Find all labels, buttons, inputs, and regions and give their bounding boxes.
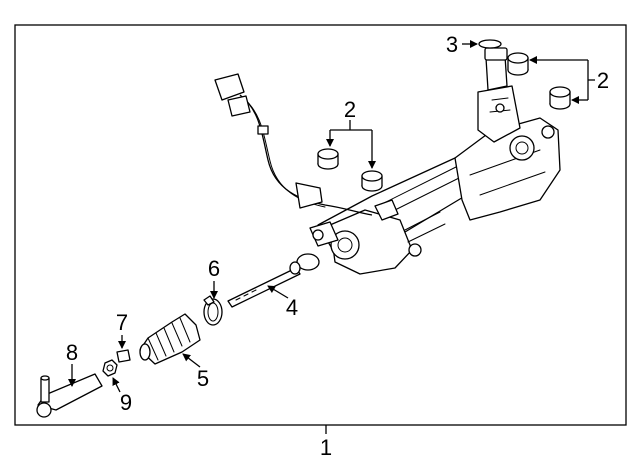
callout-1: 1: [320, 435, 332, 460]
leader-lines: [68, 40, 595, 434]
callout-4: 4: [286, 295, 298, 320]
bushing-2[interactable]: [361, 170, 383, 192]
callout-6: 6: [208, 256, 220, 281]
outer-tie-rod-end[interactable]: [36, 373, 103, 418]
bushing-4[interactable]: [549, 86, 571, 110]
rack-boot[interactable]: [139, 313, 201, 365]
inner-tie-rod[interactable]: [227, 253, 320, 308]
callout-3: 3: [446, 32, 458, 57]
diagram-frame: [14, 24, 627, 426]
callout-5: 5: [197, 366, 209, 391]
callout-9: 9: [120, 390, 132, 415]
jam-nut[interactable]: [102, 359, 118, 377]
boot-clamp[interactable]: [203, 295, 223, 326]
callout-2-right: 2: [597, 68, 609, 93]
bushing-1[interactable]: [317, 148, 339, 170]
wiring-harness: [214, 73, 373, 216]
callout-2-left: 2: [344, 97, 356, 122]
callout-8: 8: [66, 340, 78, 365]
callout-7: 7: [116, 310, 128, 335]
seal-ring[interactable]: [478, 39, 502, 49]
boot-clip[interactable]: [116, 349, 131, 363]
steering-gear-assembly[interactable]: [309, 47, 561, 275]
bushing-3[interactable]: [507, 52, 529, 76]
